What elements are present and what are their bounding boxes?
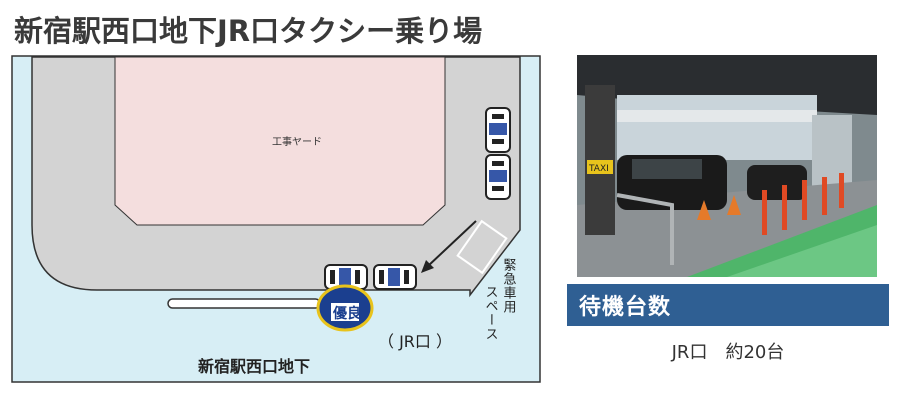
waiting-count-heading: 待機台数 [579, 295, 672, 320]
logo-text: 優良 [332, 305, 361, 322]
station-label: 新宿駅西口地下 [198, 357, 310, 376]
photo-taxi-sign: TAXI [588, 164, 609, 174]
construction-yard [114, 56, 446, 226]
emergency-space [456, 219, 508, 275]
taxi-vertical-1 [485, 107, 511, 153]
excellent-taxi-logo: 優良 [316, 284, 374, 332]
taxi-stand-map: 工事ヤード 緊急車用 スペース 優良 （ [11, 55, 541, 383]
construction-yard-label: 工事ヤード [272, 135, 322, 148]
taxi-vertical-2 [485, 154, 511, 200]
median-bar [167, 298, 321, 309]
jr-exit-label: （ JR口 ） [378, 332, 452, 351]
taxi-horizontal-2 [373, 264, 417, 290]
taxi-stand-photo: TAXI [577, 55, 877, 277]
direction-arrow [421, 220, 477, 273]
page-title: 新宿駅西口地下JR口タクシー乗り場 [14, 14, 483, 48]
waiting-count-text: JR口 約20台 [671, 342, 785, 363]
emergency-label-col1: 緊急車用 [501, 258, 517, 314]
emergency-label-col2: スペース [483, 285, 499, 341]
waiting-count-heading-box: 待機台数 [567, 284, 889, 326]
